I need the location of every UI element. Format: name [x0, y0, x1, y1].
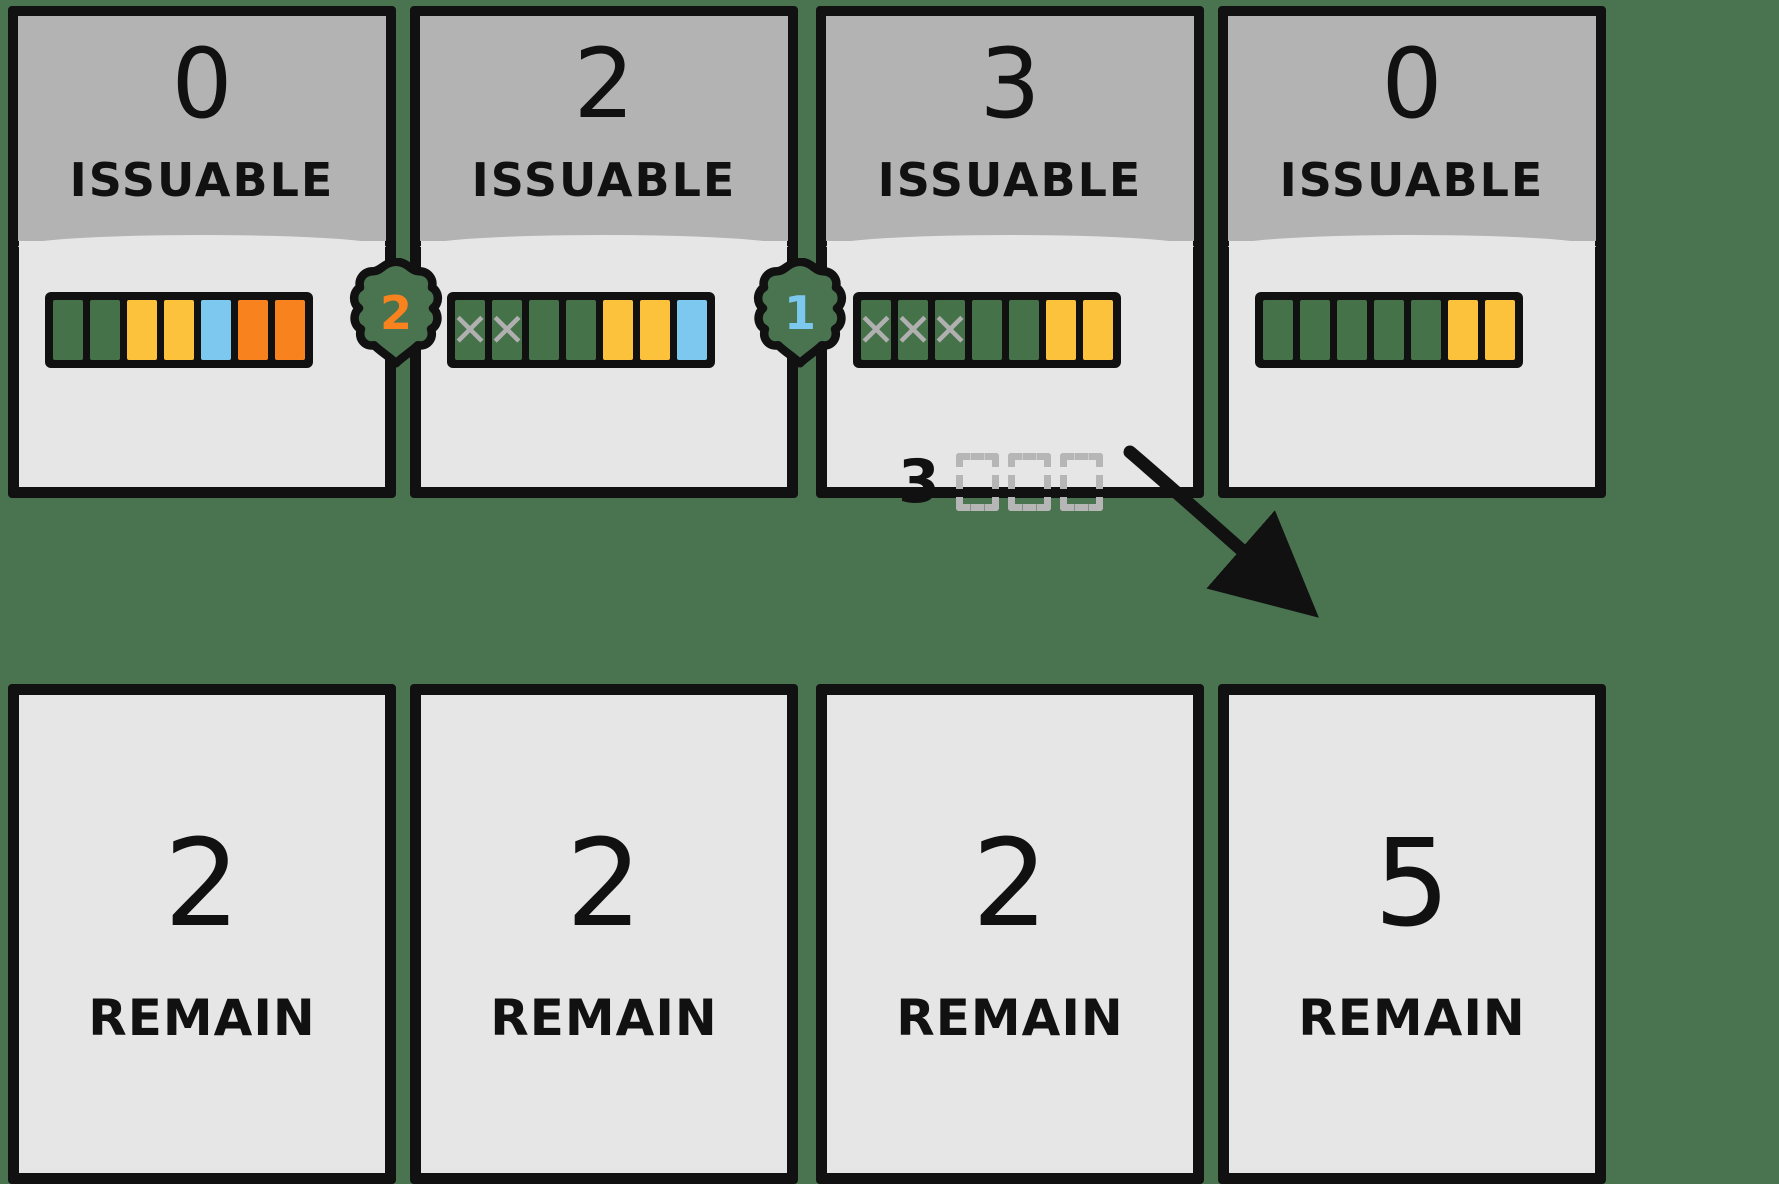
capacity-segment-yellow [603, 300, 633, 360]
capacity-segment-green [1009, 300, 1039, 360]
capacity-segment-green [566, 300, 596, 360]
capacity-bar [1255, 292, 1523, 368]
transfer-badge-value: 1 [783, 286, 816, 340]
remain-count: 5 [1373, 815, 1451, 954]
issuable-count: 3 [979, 28, 1041, 140]
capacity-segment-green: ✕ [450, 300, 490, 360]
capacity-segment-green: ✕ [856, 300, 896, 360]
capacity-segment-orange [238, 300, 268, 360]
x-mark-icon: ✕ [856, 303, 896, 357]
capacity-segment-green: ✕ [487, 300, 527, 360]
transfer-badge[interactable]: 2 [348, 258, 444, 368]
issuable-label: ISSUABLE [877, 153, 1143, 207]
capacity-segment-yellow [1046, 300, 1076, 360]
issuable-count: 0 [1381, 28, 1443, 140]
dashed-slot-box [1059, 453, 1103, 511]
dashed-slot-box [1007, 453, 1051, 511]
capacity-segment-green [1374, 300, 1404, 360]
capacity-segment-yellow [127, 300, 157, 360]
flow-arrow-icon [1123, 445, 1319, 618]
capacity-bar: ✕✕✕ [853, 292, 1121, 368]
capacity-bar [45, 292, 313, 368]
issuable-label: ISSUABLE [471, 153, 737, 207]
issuable-count: 2 [573, 28, 635, 140]
capacity-segment-green [529, 300, 559, 360]
transfer-badge-value: 2 [379, 286, 412, 340]
x-mark-icon: ✕ [930, 303, 970, 357]
capacity-segment-green [53, 300, 83, 360]
remain-count: 2 [565, 815, 643, 954]
issuable-label: ISSUABLE [69, 153, 335, 207]
issuable-count: 0 [171, 28, 233, 140]
remain-label: REMAIN [1298, 989, 1526, 1047]
capacity-segment-blue [201, 300, 231, 360]
remain-label: REMAIN [88, 989, 316, 1047]
capacity-segment-green [1411, 300, 1441, 360]
annotation-count: 3 [898, 447, 940, 517]
x-mark-icon: ✕ [893, 303, 933, 357]
dashed-slot-box [955, 453, 999, 511]
burst-shape-icon [349, 258, 443, 368]
capacity-bar: ✕✕ [447, 292, 715, 368]
capacity-segment-blue [677, 300, 707, 360]
capacity-segment-yellow [164, 300, 194, 360]
remain-label: REMAIN [896, 989, 1124, 1047]
x-mark-icon: ✕ [487, 303, 527, 357]
capacity-segment-green: ✕ [930, 300, 970, 360]
remain-count: 2 [971, 815, 1049, 954]
x-mark-icon: ✕ [450, 303, 490, 357]
capacity-segment-yellow [640, 300, 670, 360]
capacity-segment-green [1300, 300, 1330, 360]
remain-label: REMAIN [490, 989, 718, 1047]
capacity-segment-yellow [1083, 300, 1113, 360]
issuable-label: ISSUABLE [1279, 153, 1545, 207]
burst-shape-icon [753, 258, 847, 368]
capacity-segment-green [1263, 300, 1293, 360]
capacity-segment-yellow [1485, 300, 1515, 360]
capacity-segment-green [972, 300, 1002, 360]
transfer-badge[interactable]: 1 [752, 258, 848, 368]
capacity-segment-green: ✕ [893, 300, 933, 360]
capacity-segment-orange [275, 300, 305, 360]
issue-annotation: 3 [898, 452, 1103, 512]
capacity-segment-green [1337, 300, 1367, 360]
capacity-segment-green [90, 300, 120, 360]
annotation-dashed-boxes [955, 453, 1103, 511]
capacity-segment-yellow [1448, 300, 1478, 360]
remain-count: 2 [163, 815, 241, 954]
